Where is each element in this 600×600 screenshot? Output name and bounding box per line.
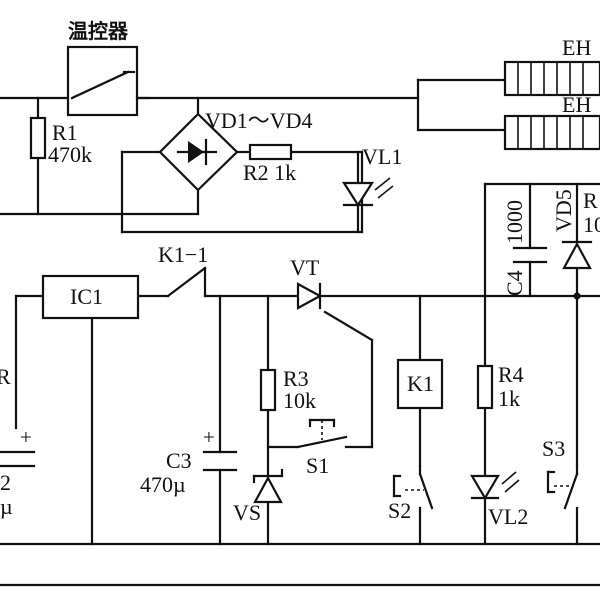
bridge-rectifier [158,112,239,192]
switch-s2 [392,464,434,510]
capacitor-left-cut [0,450,36,468]
zener-vs [252,468,284,504]
ic1-box [41,274,140,320]
left-cut-2-label: 2 [0,470,11,495]
diode-vd5 [561,240,593,270]
r1-name-label: R1 [52,120,78,145]
thermostat-label: 温控器 [68,19,129,43]
heater-eh-bottom [503,114,600,151]
r2-label: R2 1k [243,160,296,185]
r4-value-label: 1k [498,386,520,411]
vt-label: VT [290,255,320,280]
vl2-label: VL2 [488,504,528,529]
relay-k1 [396,358,444,410]
resistor-r4 [476,364,494,410]
vd5-label: VD5 [551,189,576,232]
switch-s1 [296,418,348,449]
thermostat-switch [66,45,150,117]
s1-label: S1 [306,453,329,478]
junction-dot [573,292,581,300]
right-cut-value-label: 10 [583,212,600,237]
left-cut-mu-label: µ [0,494,13,519]
s2-label: S2 [388,498,411,523]
switch-s3 [546,464,579,510]
resistor-r1 [29,116,47,160]
vl1-label: VL1 [362,144,402,169]
left-plus-label: + [20,425,32,449]
capacitor-c4 [512,246,548,264]
mains-wiring [0,78,507,234]
c3-plus-label: + [203,425,215,449]
c4-value-label: 1000 [502,200,527,244]
heater-eh-top [503,60,600,97]
eh-top-label: EH [562,35,591,60]
resistor-r3 [259,368,277,412]
r3-value-label: 10k [283,388,316,413]
ic1-label: IC1 [70,284,103,309]
c4-name-label: C4 [502,270,527,296]
r3-name-label: R3 [283,366,309,391]
resistor-r2 [248,143,293,161]
s3-label: S3 [542,436,565,461]
k1-label: K1 [407,371,434,396]
led-vl1 [341,150,394,234]
k1-contact-label: K1−1 [158,242,208,267]
capacitor-c3 [202,450,238,472]
c3-name-label: C3 [166,448,192,473]
led-vl2 [470,471,520,501]
c3-value-label: 470µ [140,472,186,497]
right-cut-r-label: R [583,188,598,213]
bridge-label: VD1～VD4 [205,108,313,133]
r4-name-label: R4 [498,362,524,387]
left-cut-r-label: R [0,364,11,389]
r1-value-label: 470k [48,142,92,167]
thyristor-vt [296,282,323,310]
control-wiring [0,182,600,587]
relay-contact-k1-1 [166,266,207,298]
vs-label: VS [233,500,261,525]
eh-bottom-label: EH [562,92,591,117]
